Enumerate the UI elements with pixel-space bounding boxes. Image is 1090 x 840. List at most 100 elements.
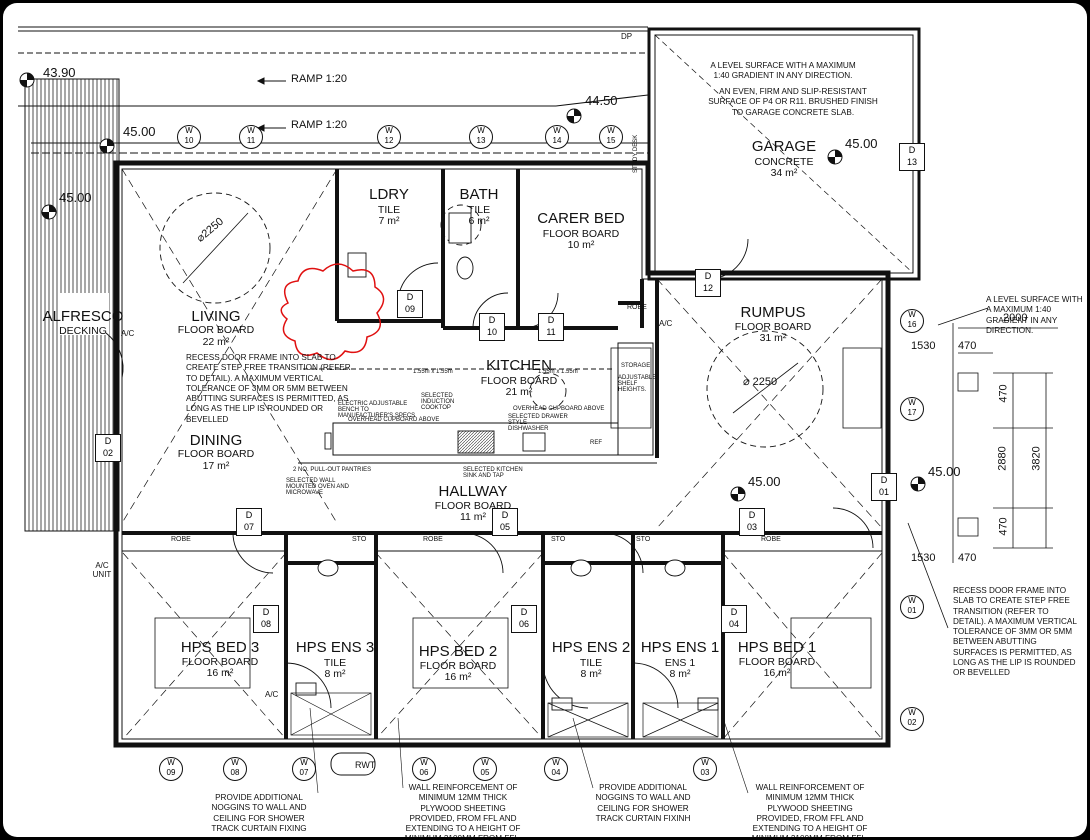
window-tag-number: 14 [552,136,562,145]
dim-470-b: 470 [997,384,1010,403]
label-sto-3: STO [551,536,566,543]
room-finish-carer-bed: FLOOR BOARD [542,228,620,240]
rainwater-tank [330,752,376,776]
window-tag-type: W [385,126,393,135]
label-rainwater-tank: RWT [355,760,376,770]
note-wall-reinforcement-right: WALL REINFORCEMENT OF MINIMUM 12MM THICK… [752,783,868,837]
window-tag-type: W [607,126,615,135]
diagonal-bracing [121,168,883,740]
label-robe-2: ROBE [423,536,443,543]
door-tag-d01[interactable]: D 01 [871,473,897,501]
room-name-kitchen: KITCHEN [486,357,552,374]
room-finish-hps-ens-3: TILE [323,657,347,669]
window-tag-number: 13 [476,136,486,145]
room-area-hps-ens-2: 8 m² [580,668,602,680]
label-study-desk: STUDY DESK [633,134,639,173]
window-tag-number: 02 [907,718,917,727]
door-tag-number: 06 [518,619,529,629]
door-tag-type: D [245,510,253,520]
level-45-00-c: 45.00 [845,136,878,151]
window-tag-type: W [908,310,916,319]
room-finish-hps-bed-3: FLOOR BOARD [181,656,259,668]
window-tag-number: 06 [419,768,429,777]
room-finish-dining: FLOOR BOARD [177,448,255,460]
level-45-00-b: 45.00 [59,190,92,205]
kitchen-note-sink: SELECTED KITCHEN SINK AND TAP [463,467,523,479]
level-45-00-a: 45.00 [123,124,156,139]
note-garage-surface: AN EVEN, FIRM AND SLIP-RESISTANT SURFACE… [708,87,878,117]
room-finish-kitchen: FLOOR BOARD [480,375,558,387]
window-tag-type: W [553,126,561,135]
room-name-hps-bed-2: HPS BED 2 [418,643,498,660]
plan-linework [18,26,1058,794]
window-tag-type: W [185,126,193,135]
room-finish-hps-ens-1: ENS 1 [664,657,696,669]
dim-470-c: 470 [997,517,1010,536]
window-tag-number: 16 [907,320,917,329]
door-tag-type: D [704,271,712,281]
floor-plan-sheet[interactable]: { "rooms": { "alfresco": {"name": "ALFRE… [3,3,1087,837]
kitchen-note-bench: ELECTRIC ADJUSTABLE BENCH TO MANUFACTURE… [338,401,416,419]
door-tag-type: D [880,475,888,485]
window-tag-number: 15 [606,136,616,145]
label-ac-1: A/C [121,329,135,338]
beds [154,347,882,689]
door-tag-type: D [547,315,555,325]
room-name-hps-bed-3: HPS BED 3 [180,639,260,656]
note-recess-living: RECESS DOOR FRAME INTO SLAB TO CREATE ST… [186,353,351,424]
note-wall-reinforcement-left: WALL REINFORCEMENT OF MINIMUM 12MM THICK… [405,783,521,837]
window-tag-number: 10 [184,136,194,145]
room-finish-garage: CONCRETE [754,156,814,168]
window-tag-number: 12 [384,136,394,145]
room-area-hps-bed-1: 16 m² [763,667,791,679]
room-area-bath: 6 m² [468,215,490,227]
dim-470-d: 470 [958,552,977,564]
door-tag-type: D [262,607,270,617]
note-noggins-left: PROVIDE ADDITIONAL NOGGINS TO WALL AND C… [211,793,307,833]
room-area-ldry: 7 m² [378,215,400,227]
window-tag-number: 04 [551,768,561,777]
window-tag-type: W [167,758,175,767]
room-finish-hps-bed-1: FLOOR BOARD [738,656,816,668]
window-tag-type: W [701,758,709,767]
room-area-dining: 17 m² [202,460,230,472]
room-finish-living: FLOOR BOARD [177,324,255,336]
level-44-50: 44.50 [585,93,618,108]
room-name-rumpus: RUMPUS [740,304,806,321]
label-downpipe: DP [621,32,633,41]
window-tag-number: 08 [230,768,240,777]
door-tag-type: D [748,510,756,520]
door-tag-number: 01 [878,487,889,497]
room-area-hps-ens-1: 8 m² [669,668,691,680]
window-tag-type: W [247,126,255,135]
